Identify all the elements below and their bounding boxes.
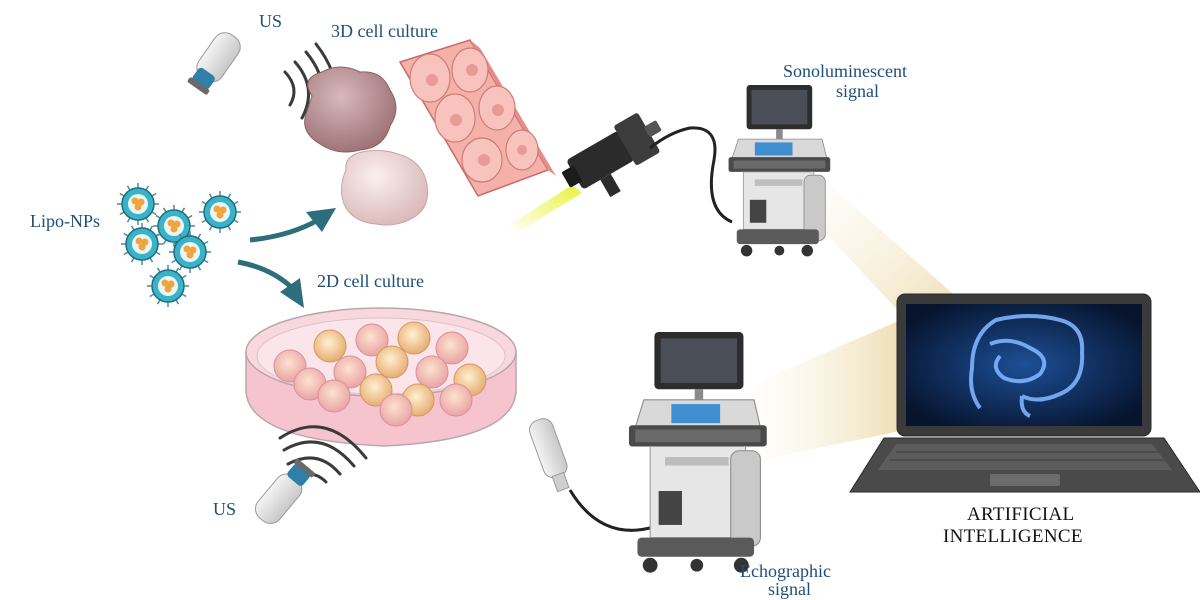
intestine-icon — [969, 314, 1085, 418]
spheroid-dark — [304, 66, 397, 153]
lipo-nanoparticle — [147, 265, 189, 307]
spheroid-light — [340, 149, 429, 226]
handheld-probe — [529, 418, 570, 493]
label-2d-cell-culture: 2D cell culture — [317, 271, 424, 291]
sonolum-beam — [790, 178, 960, 318]
cell-2d — [317, 379, 351, 413]
cell-2d — [415, 355, 449, 389]
label-artificial: ARTIFICIAL — [967, 504, 1075, 525]
cell-2d — [439, 383, 473, 417]
label-lipo-nps: Lipo-NPs — [30, 211, 101, 231]
cell-2d — [379, 393, 413, 427]
tissue-3d-block — [398, 39, 556, 197]
cell-2d — [435, 331, 469, 365]
arrow-to-2d — [237, 259, 304, 308]
lipo-nanoparticle — [169, 231, 211, 273]
ultrasound-probe-icon — [187, 32, 241, 95]
ultrasound-probe-icon — [254, 458, 315, 524]
label-echographic-line1: Echographic — [740, 561, 831, 581]
echo-beam — [740, 318, 905, 460]
lipo-nanoparticle — [199, 191, 241, 233]
laptop-icon — [849, 293, 1200, 493]
label-sonoluminescent-line1: Sonoluminescent — [783, 61, 907, 81]
cell-2d — [397, 321, 431, 355]
cell-2d — [359, 373, 393, 407]
cell-2d — [375, 345, 409, 379]
label-intelligence: INTELLIGENCE — [943, 526, 1083, 547]
lipo-nanoparticle — [121, 223, 163, 265]
camera-detector-icon — [562, 113, 662, 198]
label-us-bottom: US — [213, 499, 237, 519]
lipo-nanoparticle — [117, 183, 159, 225]
label-echographic-line2: signal — [768, 579, 811, 599]
cell-2d — [313, 329, 347, 363]
camera-cable — [649, 126, 733, 224]
lipo-nanoparticle — [153, 205, 195, 247]
label-3d-cell-culture: 3D cell culture — [331, 21, 438, 41]
label-sonoluminescent-line2: signal — [836, 81, 879, 101]
laser-beam — [508, 185, 582, 232]
cell-2d — [355, 323, 389, 357]
lipo-nanoparticles — [117, 183, 241, 307]
petri-dish — [245, 307, 517, 447]
cell-2d — [333, 355, 367, 389]
ultrasound-machine-icon — [728, 85, 831, 257]
us-waves-bottom — [278, 425, 368, 484]
arrow-to-3d — [249, 208, 336, 243]
ultrasound-machine-icon — [628, 332, 767, 573]
label-us-top: US — [259, 11, 283, 31]
